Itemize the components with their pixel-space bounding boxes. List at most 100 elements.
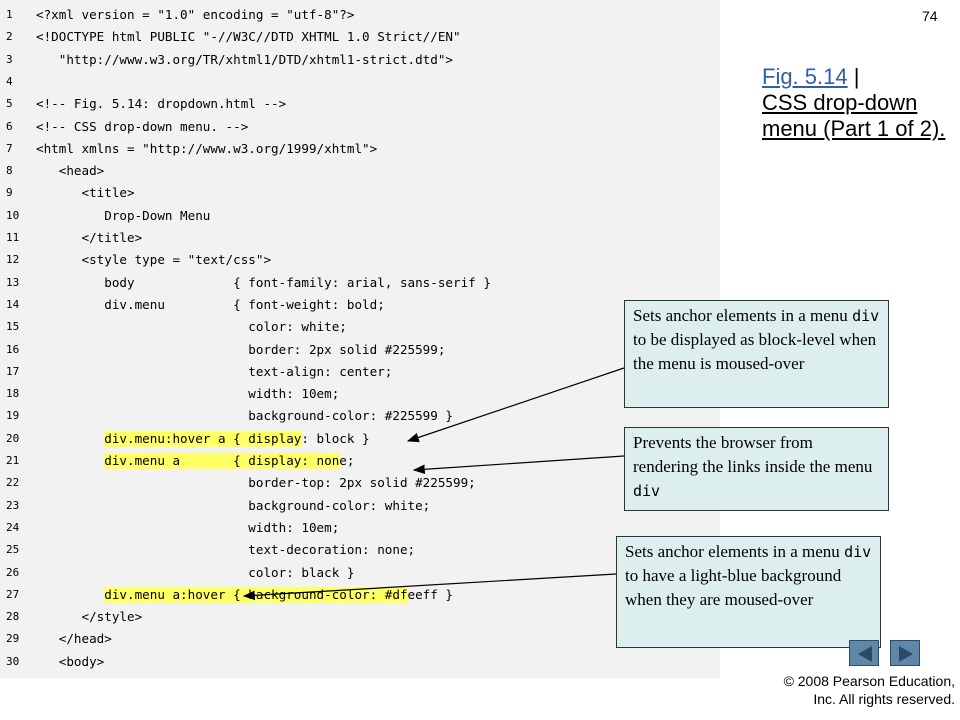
line-number: 17 [6, 364, 20, 378]
line-number: 25 [6, 543, 20, 557]
code-line: 30 <body> [0, 651, 720, 673]
code-line: 9 <title> [0, 182, 720, 204]
code-line: 24 width: 10em; [0, 517, 720, 539]
line-number: 6 [6, 119, 13, 133]
figure-title: Fig. 5.14 | CSS drop-down menu (Part 1 o… [762, 64, 952, 142]
code-text: border: 2px solid #225599; [36, 341, 446, 357]
figure-caption: CSS drop-down menu (Part 1 of 2). [762, 90, 946, 141]
code-highlight [104, 430, 302, 447]
code-text: <title> [36, 185, 135, 201]
code-line: 25 text-decoration: none; [0, 539, 720, 561]
line-number: 24 [6, 520, 20, 534]
code-listing: 1 <?xml version = "1.0" encoding = "utf-8… [0, 0, 720, 678]
code-line: 13 body { font-family: arial, sans-serif… [0, 272, 720, 294]
code-text: body { font-family: arial, sans-serif } [36, 274, 491, 290]
line-number: 30 [6, 654, 20, 668]
code-line: 5 <!-- Fig. 5.14: dropdown.html --> [0, 93, 720, 115]
code-text: background-color: #225599 } [36, 408, 454, 424]
line-number: 13 [6, 275, 20, 289]
code-line: 17 text-align: center; [0, 361, 720, 383]
callout-display-none: Prevents the browser from rendering the … [624, 427, 889, 511]
code-line: 26 color: black } [0, 562, 720, 584]
line-number: 1 [6, 8, 13, 21]
callout-text-before: Sets anchor elements in a menu [625, 542, 845, 561]
code-line: 10 Drop-Down Menu [0, 205, 720, 227]
next-slide-button[interactable] [890, 640, 920, 666]
code-text: <style type = "text/css"> [36, 252, 272, 268]
code-text: Drop-Down Menu [36, 207, 211, 223]
code-text: div.menu a { display: none; [36, 453, 355, 468]
line-number: 12 [6, 253, 20, 267]
line-number: 14 [6, 297, 20, 311]
callout-code: div [633, 482, 661, 500]
code-text: background-color: white; [36, 497, 431, 513]
line-number: 3 [6, 52, 13, 66]
code-text: <!DOCTYPE html PUBLIC "-//W3C//DTD XHTML… [36, 29, 461, 45]
code-text: </head> [36, 631, 112, 647]
code-text: "http://www.w3.org/TR/xhtml1/DTD/xhtml1-… [36, 51, 454, 67]
triangle-left-icon [858, 646, 872, 662]
code-text: </title> [36, 230, 143, 245]
code-text: <head> [36, 163, 105, 179]
copyright-line-2: Inc. All rights reserved. [813, 691, 955, 707]
code-line: 27 div.menu a:hover { background-color: … [0, 584, 720, 606]
line-number: 11 [6, 231, 20, 244]
code-line: 6 <!-- CSS drop-down menu. --> [0, 116, 720, 138]
code-text: width: 10em; [36, 386, 340, 402]
code-highlight [104, 453, 340, 469]
code-line: 18 width: 10em; [0, 383, 720, 405]
line-number: 4 [6, 74, 13, 88]
line-number: 16 [6, 342, 20, 356]
code-text: <!-- CSS drop-down menu. --> [36, 118, 249, 134]
line-number: 18 [6, 387, 20, 401]
callout-hover-background: Sets anchor elements in a menu div to ha… [616, 536, 881, 648]
code-text: color: black } [36, 564, 355, 580]
code-text: text-align: center; [36, 363, 393, 379]
line-number: 10 [6, 208, 20, 222]
callout-text-before: Prevents the browser from rendering the … [633, 433, 873, 476]
code-line: 11 </title> [0, 227, 720, 249]
code-text: div.menu a:hover { background-color: #df… [36, 586, 454, 602]
code-line: 20 div.menu:hover a { display: block } [0, 428, 720, 450]
callout-text-before: Sets anchor elements in a menu [633, 306, 853, 325]
code-text: <?xml version = "1.0" encoding = "utf-8"… [36, 7, 355, 22]
code-line: 14 div.menu { font-weight: bold; [0, 294, 720, 316]
line-number: 5 [6, 97, 13, 111]
code-text: <!-- Fig. 5.14: dropdown.html --> [36, 96, 287, 112]
callout-text-after: to have a light-blue background when the… [625, 566, 842, 609]
code-text: </style> [36, 609, 143, 625]
code-line: 19 background-color: #225599 } [0, 405, 720, 427]
code-line: 15 color: white; [0, 316, 720, 338]
callout-code: div [844, 543, 872, 561]
code-line: 29 </head> [0, 628, 720, 650]
code-text: color: white; [36, 319, 347, 335]
code-text: text-decoration: none; [36, 542, 416, 558]
line-number: 7 [6, 141, 13, 155]
code-line: 22 border-top: 2px solid #225599; [0, 472, 720, 494]
slide-number: 74 [922, 8, 938, 24]
code-text: width: 10em; [36, 519, 340, 535]
code-line: 7 <html xmlns = "http://www.w3.org/1999/x… [0, 138, 720, 160]
code-line: 3 "http://www.w3.org/TR/xhtml1/DTD/xhtml… [0, 49, 720, 71]
line-number: 23 [6, 498, 20, 512]
code-line: 4 [0, 71, 720, 93]
code-text: <html xmlns = "http://www.w3.org/1999/xh… [36, 140, 378, 156]
code-line: 21 div.menu a { display: none; [0, 450, 720, 472]
line-number: 15 [6, 320, 20, 334]
code-line: 23 background-color: white; [0, 495, 720, 517]
line-number: 8 [6, 164, 13, 178]
code-line: 2 <!DOCTYPE html PUBLIC "-//W3C//DTD XHTM… [0, 26, 720, 48]
figure-link[interactable]: Fig. 5.14 [762, 64, 848, 89]
callout-display-block: Sets anchor elements in a menu div to be… [624, 300, 889, 408]
previous-slide-button[interactable] [849, 640, 879, 666]
line-number: 20 [6, 431, 20, 445]
code-text: <body> [36, 653, 105, 669]
line-number: 28 [6, 610, 20, 624]
line-number: 9 [6, 186, 13, 200]
copyright-line-1: © 2008 Pearson Education, [783, 673, 955, 689]
line-number: 2 [6, 30, 13, 44]
line-number: 26 [6, 565, 20, 579]
code-text: div.menu { font-weight: bold; [36, 296, 385, 312]
line-number: 29 [6, 632, 20, 646]
code-text: border-top: 2px solid #225599; [36, 475, 476, 491]
